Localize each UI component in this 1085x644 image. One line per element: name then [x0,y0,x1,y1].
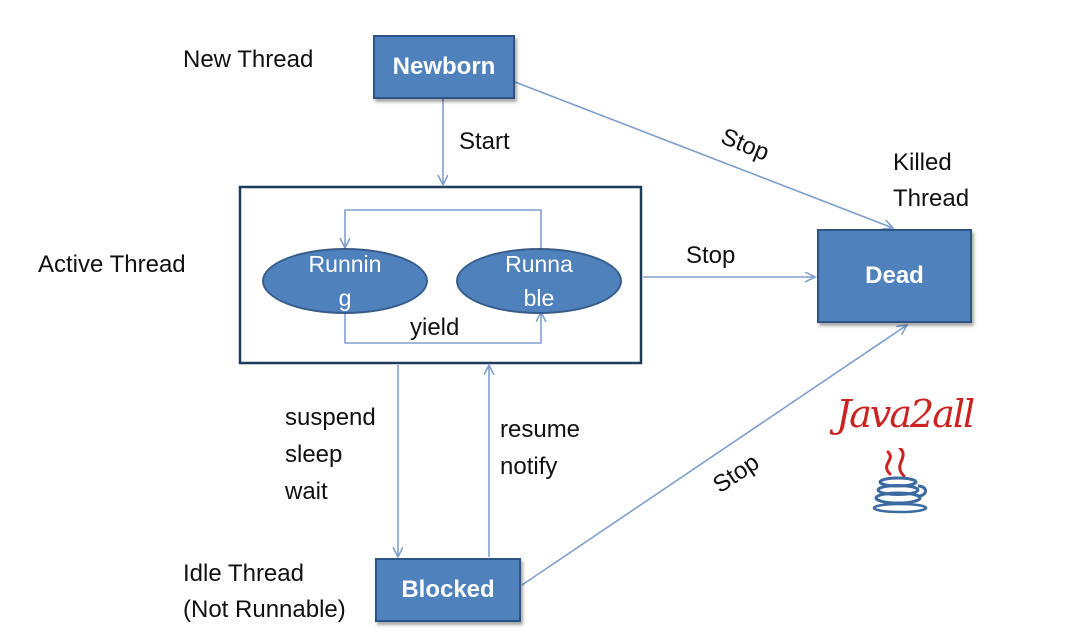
java2all-logo-text: Java2all [836,392,975,436]
runnable-label-line1: Runna [505,251,573,277]
newborn-state: Newborn [373,35,515,99]
running-label-line1: Runnin [308,251,382,277]
runnable-to-running-arrow [345,209,542,250]
stop-arrow-top [514,81,893,228]
running-label-line2: g [338,285,352,311]
blocked-state: Blocked [375,558,521,622]
runnable-label-line2: ble [523,285,555,311]
running-state: Runnin g [262,248,428,314]
notify-label: notify [500,453,558,480]
killed-thread-label-line2: Thread [893,185,970,212]
new-thread-label: New Thread [183,46,314,73]
start-label: Start [459,128,510,155]
yield-label: yield [410,314,460,341]
active-thread-label: Active Thread [38,251,186,278]
java-coffee-cup-icon [872,448,928,514]
sleep-label: sleep [285,441,343,468]
idle-thread-label-line2: (Not Runnable) [183,596,346,623]
runnable-state: Runna ble [456,248,622,314]
dead-state: Dead [817,229,972,323]
stop-arrow-bottom [521,325,907,586]
suspend-label: suspend [285,404,376,431]
killed-thread-label-line1: Killed [893,149,952,176]
active-thread-container [238,185,643,365]
yield-arrow [344,312,541,344]
idle-thread-label-line1: Idle Thread [183,560,304,587]
resume-label: resume [500,416,581,443]
wait-label: wait [285,478,328,505]
stop-label-middle: Stop [686,242,736,269]
